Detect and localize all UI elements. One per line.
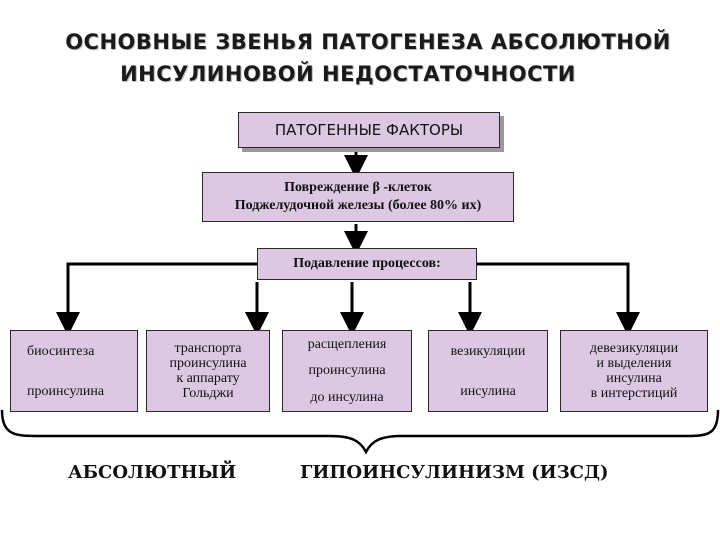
beta-cell-damage-line-2: Поджелудочной железы (более 80% их) (234, 198, 482, 213)
pathogenic-factors-label: ПАТОГЕННЫЕ ФАКТОРЫ (274, 121, 464, 139)
process-label: девезикуляции (589, 341, 679, 356)
process-label: и выделения (596, 356, 672, 371)
beta-cell-damage-box: Повреждение β -клеток Поджелудочной желе… (202, 172, 514, 222)
diagram-title-line-1: ОСНОВНЫЕ ЗВЕНЬЯ ПАТОГЕНЕЗА АБСОЛЮТНОЙ (65, 30, 671, 54)
arrow-to-biosynthesis (56, 262, 257, 336)
process-label: в интерстиций (590, 386, 678, 401)
process-biosynthesis-box: биосинтеза проинсулина (10, 330, 138, 412)
beta-cell-damage-line-1: Повреждение β -клеток (284, 180, 432, 195)
conclusion-left-label: АБСОЛЮТНЫЙ (68, 462, 237, 483)
process-label: биосинтеза (27, 343, 95, 359)
arrow-to-devesiculation (477, 262, 640, 336)
process-label: инсулина (460, 383, 516, 399)
process-cleavage-box: расщепления проинсулина до инсулина (282, 330, 412, 412)
grouping-brace (0, 409, 720, 455)
process-label: проинсулина (308, 363, 386, 379)
process-label: к аппарату (176, 371, 240, 386)
process-label: до инсулина (310, 390, 384, 406)
suppression-label: Подавление процессов: (293, 256, 441, 271)
process-label: расщепления (307, 336, 387, 352)
process-label: инсулина (606, 371, 662, 386)
process-label: транспорта (174, 341, 242, 356)
diagram-title-line-2: ИНСУЛИНОВОЙ НЕДОСТАТОЧНОСТИ (120, 62, 576, 86)
process-label: Гольджи (182, 386, 234, 401)
process-vesiculation-box: везикуляции инсулина (428, 330, 548, 412)
process-transport-box: транспорта проинсулина к аппарату Гольдж… (146, 330, 270, 412)
pathogenic-factors-box: ПАТОГЕННЫЕ ФАКТОРЫ (238, 112, 500, 148)
process-label: проинсулина (169, 356, 247, 371)
process-devesiculation-box: девезикуляции и выделения инсулина в инт… (560, 330, 708, 412)
suppression-box: Подавление процессов: (257, 248, 477, 280)
process-label: проинсулина (27, 383, 105, 399)
conclusion-right-label: ГИПОИНСУЛИНИЗМ (ИЗСД) (300, 462, 609, 483)
process-label: везикуляции (450, 343, 526, 359)
